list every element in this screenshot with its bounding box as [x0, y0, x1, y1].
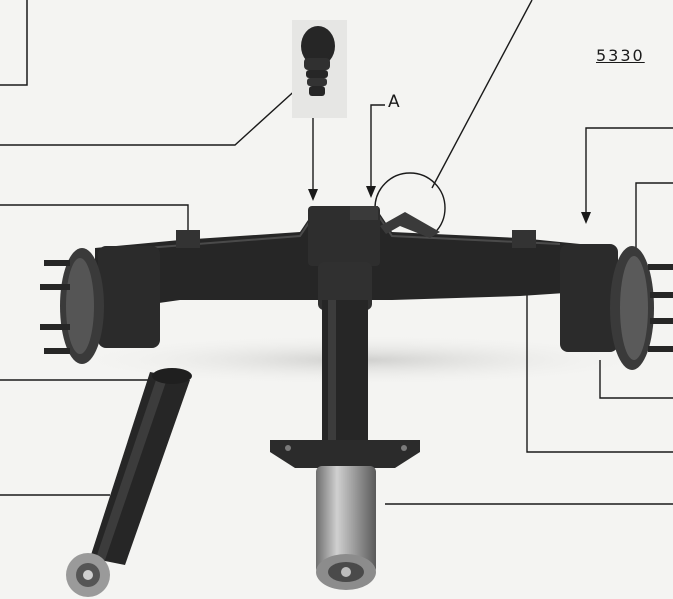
leader-A — [370, 104, 385, 192]
arrow-A — [366, 186, 376, 198]
arrow-fitting — [308, 189, 318, 201]
right-hub — [560, 244, 673, 370]
leader-right-mount — [526, 292, 673, 453]
leader-fitting — [0, 85, 301, 146]
left-hub — [40, 246, 160, 364]
leader-right-housing — [585, 127, 673, 218]
fitting-part — [292, 20, 347, 118]
document-number: 5330 — [596, 46, 645, 65]
leader-circle-detail — [431, 0, 533, 189]
leader-lines — [0, 0, 673, 505]
leader-right-hub — [635, 182, 673, 250]
legend-box-corner — [0, 0, 28, 86]
cylinder-part — [66, 368, 192, 597]
section-marker-label: A — [388, 92, 400, 112]
arrow-right-housing — [581, 212, 591, 224]
drive-tube — [270, 262, 420, 590]
leader-right-lower-hub — [599, 360, 673, 399]
leader-left-mount — [0, 204, 189, 240]
arrowheads — [308, 186, 591, 224]
